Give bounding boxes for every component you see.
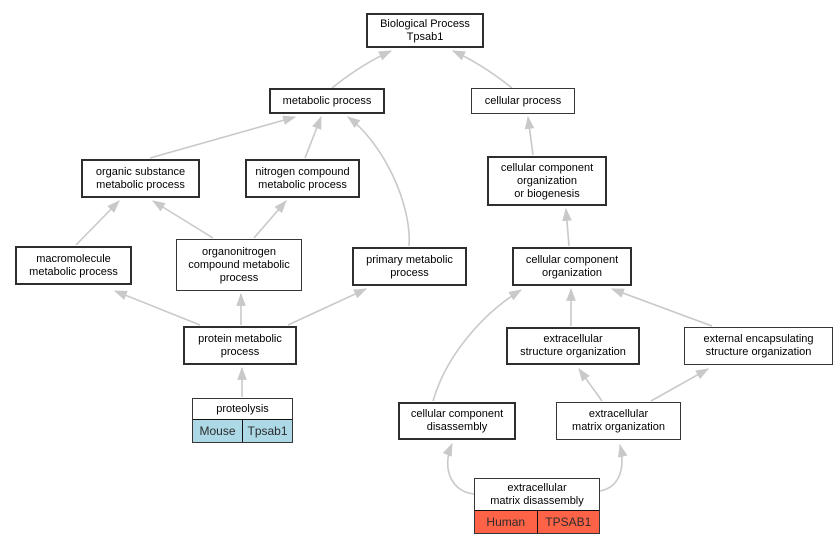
term-label: proteolysis <box>216 402 269 415</box>
edge-macromolecule-metabolic-process-to-organic-substance-metabolic-process <box>75 200 120 246</box>
node-metabolic-process[interactable]: metabolic process <box>269 88 385 114</box>
edge-protein-metabolic-process-to-macromolecule-metabolic-process <box>113 290 201 326</box>
gene-symbol-cell: TPSAB1 <box>536 511 599 533</box>
edge-organic-substance-metabolic-process-to-metabolic-process <box>149 115 297 159</box>
node-cellular-component-disassembly[interactable]: cellular component disassembly <box>398 402 516 440</box>
node-extracellular-structure-organization[interactable]: extracellular structure organization <box>506 327 640 365</box>
node-cellular-component-organization[interactable]: cellular component organization <box>512 247 632 286</box>
node-cellular-process[interactable]: cellular process <box>471 88 575 114</box>
gene-symbol-cell: Tpsab1 <box>242 420 292 442</box>
node-organonitrogen-compound-metabolic-process[interactable]: organonitrogen compound metabolic proces… <box>176 239 302 291</box>
node-cellular-component-organization-or-biogenesis[interactable]: cellular component organization or bioge… <box>487 156 607 206</box>
edge-extracellular-matrix-disassembly-to-cellular-component-disassembly <box>442 443 475 495</box>
edge-cellular-component-organization-or-biogenesis-to-cellular-process <box>524 115 535 156</box>
edge-organonitrogen-compound-metabolic-process-to-organic-substance-metabolic-process <box>152 200 214 239</box>
edge-protein-metabolic-process-to-primary-metabolic-process <box>287 288 367 326</box>
edge-extracellular-matrix-disassembly-to-extracellular-matrix-organization <box>599 443 628 492</box>
edge-extracellular-matrix-organization-to-extracellular-structure-organization <box>578 368 603 402</box>
node-organic-substance-metabolic-process[interactable]: organic substance metabolic process <box>81 159 200 198</box>
species-cell: Human <box>475 511 537 533</box>
node-primary-metabolic-process[interactable]: primary metabolic process <box>352 247 467 286</box>
node-protein-metabolic-process[interactable]: protein metabolic process <box>183 326 297 365</box>
edge-cellular-process-to-biological-process-root <box>452 50 513 89</box>
edge-extracellular-matrix-organization-to-external-encapsulating-structure-organization <box>650 368 709 402</box>
node-nitrogen-compound-metabolic-process[interactable]: nitrogen compound metabolic process <box>245 159 360 198</box>
edge-cellular-component-organization-to-cellular-component-organization-or-biogenesis <box>562 207 572 247</box>
edge-nitrogen-compound-metabolic-process-to-metabolic-process <box>304 115 322 159</box>
node-extracellular-matrix-organization[interactable]: extracellular matrix organization <box>556 402 681 440</box>
edge-external-encapsulating-structure-organization-to-cellular-component-organization <box>610 288 713 327</box>
node-macromolecule-metabolic-process[interactable]: macromolecule metabolic process <box>15 246 132 285</box>
edge-metabolic-process-to-biological-process-root <box>331 50 392 89</box>
species-cell: Mouse <box>193 420 242 442</box>
node-biological-process-root[interactable]: Biological Process Tpsab1 <box>366 13 484 48</box>
edge-organonitrogen-compound-metabolic-process-to-nitrogen-compound-metabolic-process <box>253 200 287 239</box>
node-external-encapsulating-structure-organization[interactable]: external encapsulating structure organiz… <box>684 327 833 365</box>
term-label: extracellular matrix disassembly <box>490 481 584 507</box>
